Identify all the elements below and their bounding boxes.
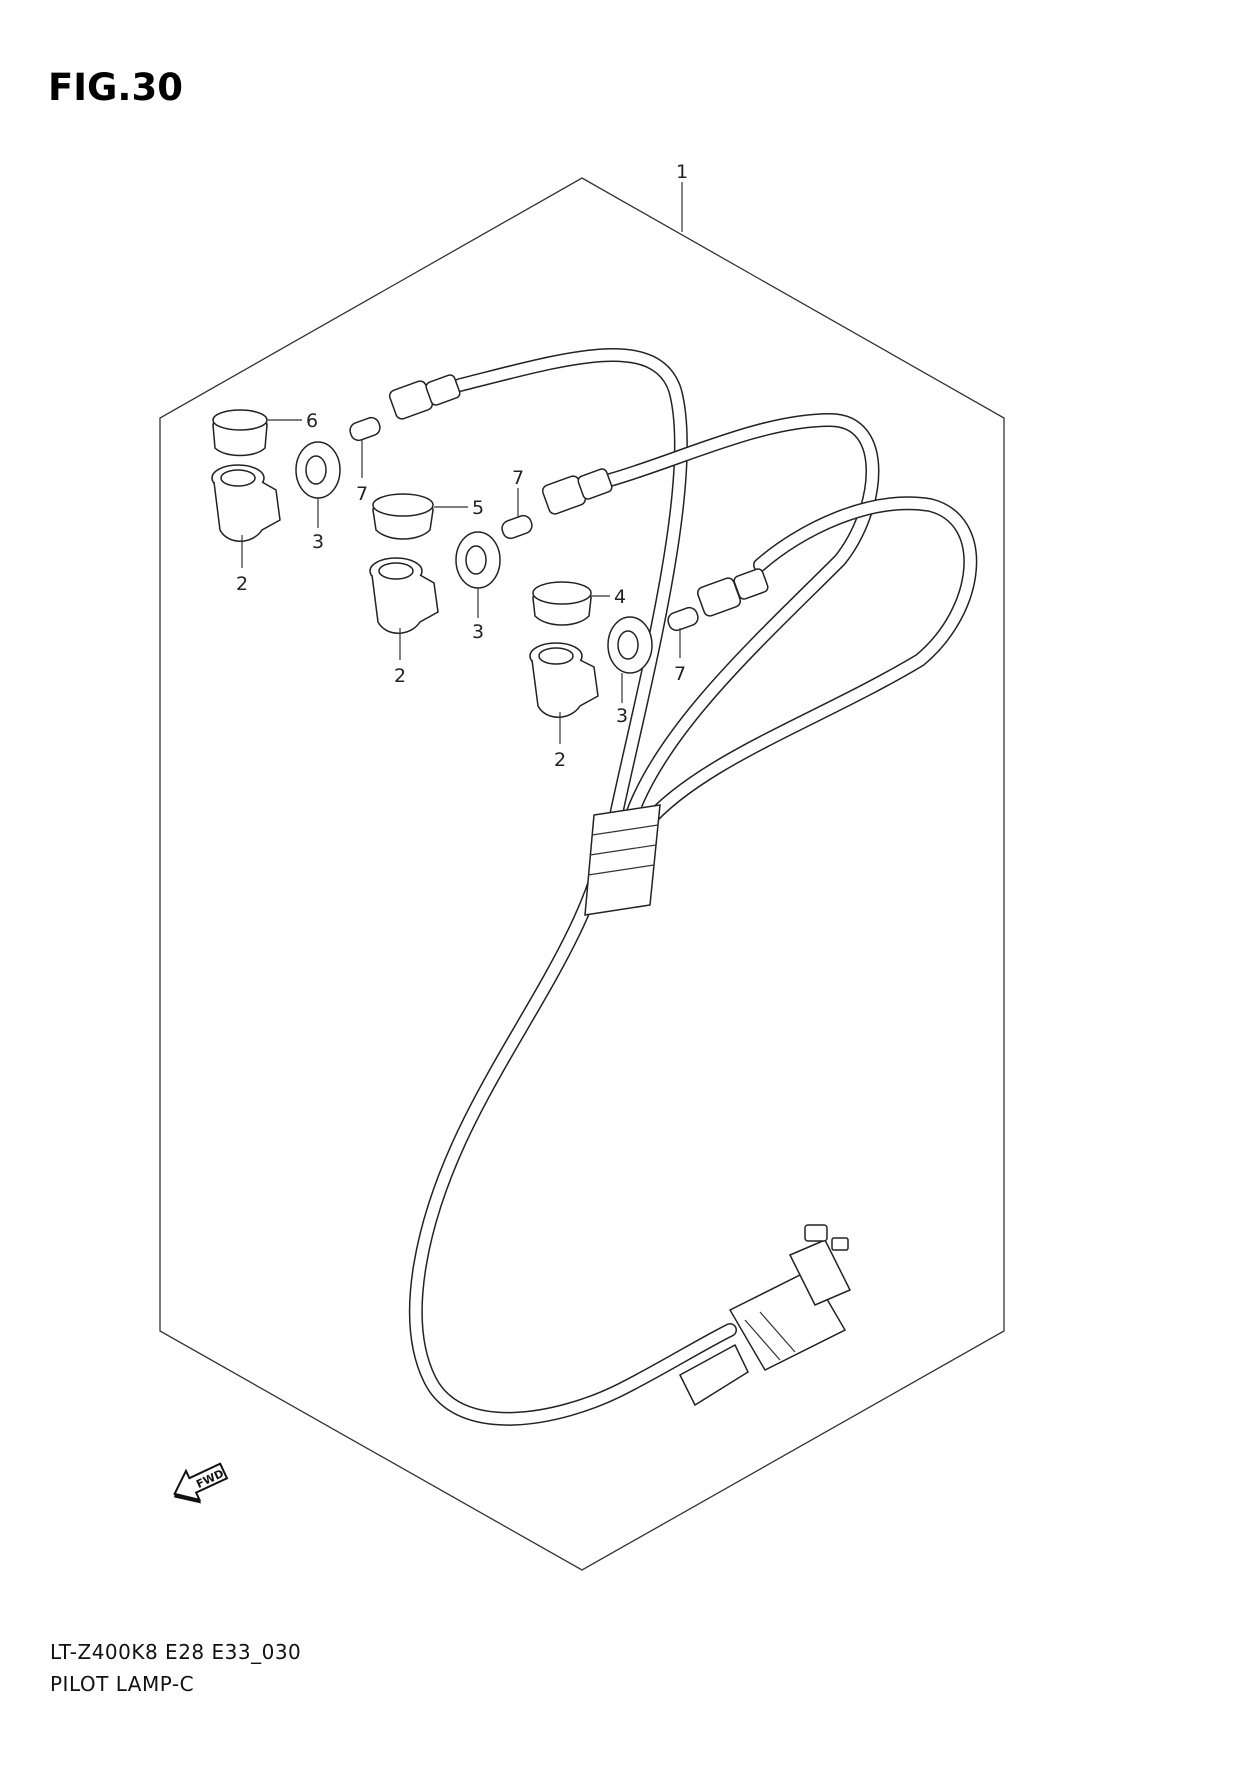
diagram-name-caption: PILOT LAMP-C <box>50 1672 195 1696</box>
leader-lines <box>241 182 683 744</box>
part-5-lamp-cap <box>372 493 434 540</box>
callout-3: 3 <box>472 621 484 643</box>
part-6-lamp-cap <box>212 409 268 457</box>
fwd-arrow-icon: FWD <box>173 1462 229 1504</box>
callout-2: 2 <box>554 749 566 771</box>
callout-5: 5 <box>472 497 484 519</box>
part-2-socket-b <box>369 557 439 634</box>
branch-connector-2 <box>541 468 613 515</box>
main-connector <box>728 1224 852 1371</box>
callout-7: 7 <box>356 483 368 505</box>
callout-1: 1 <box>676 161 688 183</box>
callout-labels: 1 2 2 2 3 3 3 4 5 6 7 7 7 <box>236 161 688 771</box>
callout-3: 3 <box>312 531 324 553</box>
model-code-caption: LT-Z400K8 E28 E33_030 <box>50 1640 302 1664</box>
callout-2: 2 <box>394 665 406 687</box>
branch-connector-1 <box>388 374 461 420</box>
assembly-boundary <box>159 177 1005 1571</box>
callout-7: 7 <box>674 663 686 685</box>
wire-harness <box>408 348 978 1426</box>
part-7-bulb-a <box>349 416 381 442</box>
part-7-bulb-b <box>501 514 533 540</box>
figure-title: FIG.30 <box>48 66 183 109</box>
part-3-grommet-a <box>295 441 341 499</box>
part-2-socket-a <box>211 464 281 542</box>
part-4-lamp-cap <box>532 581 592 626</box>
part-3-grommet-b <box>455 531 501 589</box>
callout-3: 3 <box>616 705 628 727</box>
callout-6: 6 <box>306 410 318 432</box>
part-7-bulb-c <box>667 606 699 632</box>
part-2-socket-c <box>529 642 599 718</box>
callout-4: 4 <box>614 586 626 608</box>
callout-2: 2 <box>236 573 248 595</box>
part-3-grommet-c <box>607 616 653 674</box>
branch-connector-3 <box>696 568 769 617</box>
callout-7: 7 <box>512 467 524 489</box>
